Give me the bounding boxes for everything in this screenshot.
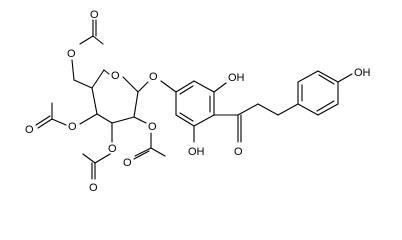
bottom-hydroxyl-label: OH	[188, 146, 205, 158]
glycosidic-bond	[137, 80, 177, 93]
c6-acetate	[71, 19, 104, 89]
pyranose-ring	[91, 69, 139, 124]
structure-drawing: O O O O O O O O O	[25, 9, 371, 194]
c3-ester-carbonyl-oxygen-label: O	[89, 182, 98, 194]
ketone-oxygen-label: O	[234, 146, 243, 158]
glycosidic-oxygen-label: O	[149, 71, 158, 83]
top-oh-bond	[213, 82, 227, 93]
c4-acetate	[35, 102, 98, 129]
c2-acetate	[133, 116, 166, 160]
c4-ester-ether-oxygen-label: O	[68, 121, 77, 133]
c4-ester-carbonyl-oxygen-label: O	[25, 124, 34, 136]
c6-ester-carbonyl-oxygen-label: O	[90, 9, 99, 21]
propanone-chain	[213, 103, 299, 143]
c2-ester-ether-oxygen-label: O	[148, 121, 157, 133]
top-hydroxyl-label: OH	[228, 72, 245, 84]
c2-ester-carbonyl-oxygen-label: O	[123, 157, 132, 169]
ring-oxygen-label: O	[111, 70, 120, 82]
central-benzene-ring	[175, 80, 215, 127]
molecule-diagram: O O O O O O O O O	[25, 9, 371, 194]
hydroxyphenyl-ring	[297, 70, 339, 116]
para-hydroxyl-label: OH	[354, 67, 371, 79]
c6-ester-ether-oxygen-label: O	[67, 48, 76, 60]
para-oh-bond	[337, 73, 353, 83]
c3-acetate	[82, 122, 113, 180]
c3-ester-ether-oxygen-label: O	[108, 143, 117, 155]
